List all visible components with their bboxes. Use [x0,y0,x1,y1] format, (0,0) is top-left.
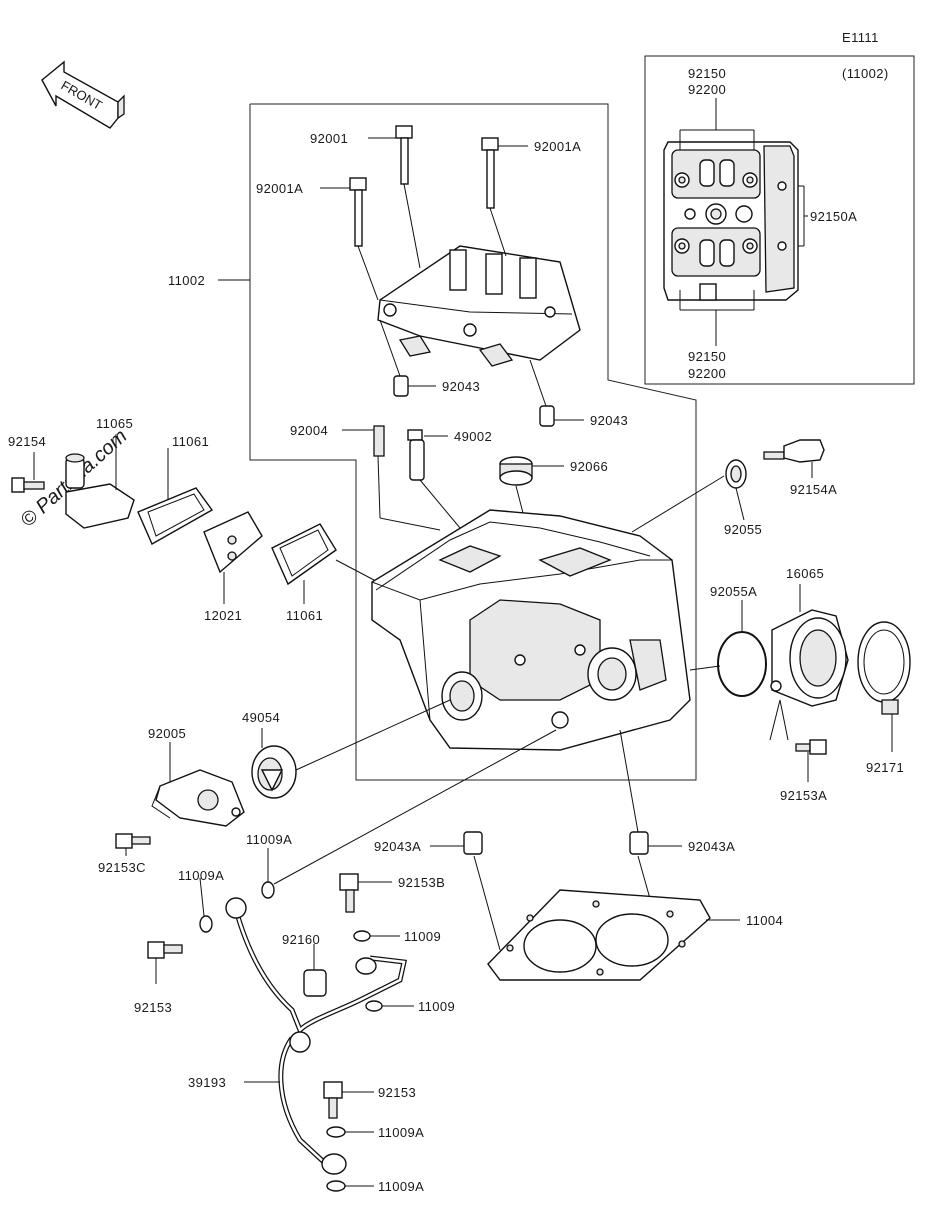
bolt-92001 [395,125,413,185]
bolt-92154 [11,477,45,493]
label-11002: 11002 [168,273,205,288]
label-11061-top: 11061 [172,434,209,449]
label-11004: 11004 [746,913,783,928]
washer-11009A-d [326,1180,346,1192]
label-92160: 92160 [282,932,320,947]
throttle-body-holder-16065 [770,609,849,707]
label-92153B: 92153B [398,875,445,890]
label-92055: 92055 [724,522,762,537]
label-11061-bottom: 11061 [286,608,323,623]
label-92171: 92171 [866,760,904,775]
washer-11009A-c [326,1126,346,1138]
label-92153-bottom: 92153 [378,1085,416,1100]
bolt-92153-left [147,941,183,959]
label-92150A: 92150A [810,209,857,224]
dowel-92043A-right [629,831,649,855]
label-92043A-left: 92043A [374,839,421,854]
bolt-92153A [795,739,827,755]
oil-pipe-39193 [225,897,408,1175]
thermostat-49054 [251,745,297,799]
label-39193: 39193 [188,1075,226,1090]
label-92001A-right: 92001A [534,139,581,154]
label-92150-bottom: 92150 [688,349,726,364]
gasket-11061-bottom [271,523,337,586]
label-12021: 12021 [204,608,242,623]
dowel-92043A-left [463,831,483,855]
washer-11009-a [353,930,371,942]
inset-frame [644,55,915,385]
label-92150-top: 92150 [688,66,726,81]
dowel-92043-left [393,375,409,397]
label-92001A-left: 92001A [256,181,303,196]
cylinder-head-top-view [663,98,808,346]
oil-seal-92066 [499,456,533,486]
bolt-92154A [763,439,825,463]
label-92043A-right: 92043A [688,839,735,854]
front-arrow-icon: FRONT [41,60,125,129]
label-92043-b: 92043 [590,413,628,428]
figure-code: E1111 [842,30,879,45]
reed-valve-12021 [203,511,263,574]
stud-92004 [373,425,385,457]
thermostat-housing-92005 [151,769,245,827]
valve-guide-49002 [407,429,425,481]
bolt-92001A-left [349,177,367,247]
washer-11009A-a [261,881,275,899]
label-92200-top: 92200 [688,82,726,97]
label-92043-a: 92043 [442,379,480,394]
assembly-frame [249,103,697,781]
label-92154: 92154 [8,434,46,449]
camshaft-holder [377,245,581,367]
washer-11009-b [365,1000,383,1012]
label-92005: 92005 [148,726,186,741]
fitting-11065 [65,453,135,529]
label-11009A-c: 11009A [378,1125,424,1140]
label-11009A-b: 11009A [178,868,224,883]
collar-92160 [303,969,327,997]
cylinder-head [371,509,691,751]
label-92004: 92004 [290,423,328,438]
label-92153-left: 92153 [134,1000,172,1015]
label-92153A: 92153A [780,788,827,803]
label-11009-b: 11009 [418,999,455,1014]
gasket-11061-top [137,487,214,545]
inset-title: (11002) [842,66,889,81]
label-49002: 49002 [454,429,492,444]
washer-92055 [725,459,747,489]
label-16065: 16065 [786,566,824,581]
label-92066: 92066 [570,459,608,474]
label-92001: 92001 [310,131,348,146]
head-gasket-11004 [487,889,711,981]
clamp-92171 [857,621,911,715]
label-92055A: 92055A [710,584,757,599]
bolt-92153B [339,873,359,913]
washer-11009A-b [199,915,213,933]
label-92200-bottom: 92200 [688,366,726,381]
label-11065: 11065 [96,416,133,431]
label-49054: 49054 [242,710,280,725]
label-92154A: 92154A [790,482,837,497]
bolt-92001A-right [481,137,499,209]
o-ring-92055A [717,631,767,697]
dowel-92043-right [539,405,555,427]
label-11009A-d: 11009A [378,1179,424,1194]
bolt-92153-bottom [323,1081,343,1119]
label-92153C: 92153C [98,860,146,875]
bolt-92153C [115,833,151,849]
label-11009-a: 11009 [404,929,441,944]
label-11009A-a: 11009A [246,832,292,847]
